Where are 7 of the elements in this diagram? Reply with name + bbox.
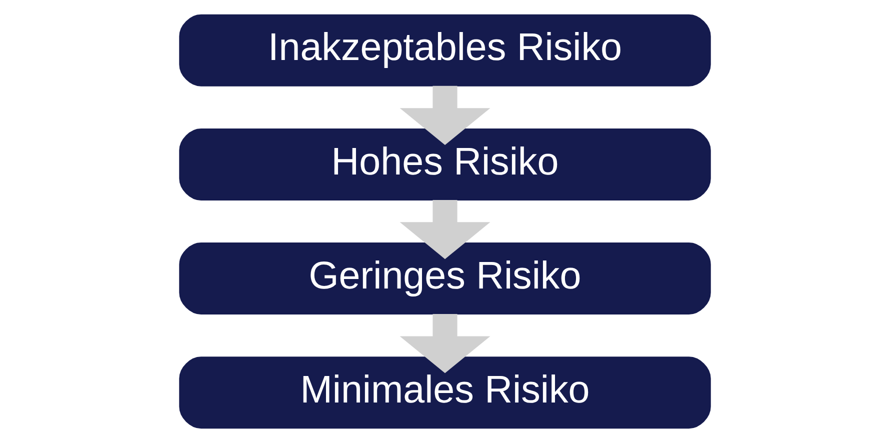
node-box: Hohes Risiko	[179, 128, 711, 200]
node-box: Inakzeptables Risiko	[179, 14, 711, 86]
node-box: Geringes Risiko	[179, 242, 711, 314]
arrow	[400, 200, 490, 260]
arrow	[400, 86, 490, 145]
arrow	[400, 314, 490, 374]
node-box: Minimales Risiko	[179, 356, 711, 429]
